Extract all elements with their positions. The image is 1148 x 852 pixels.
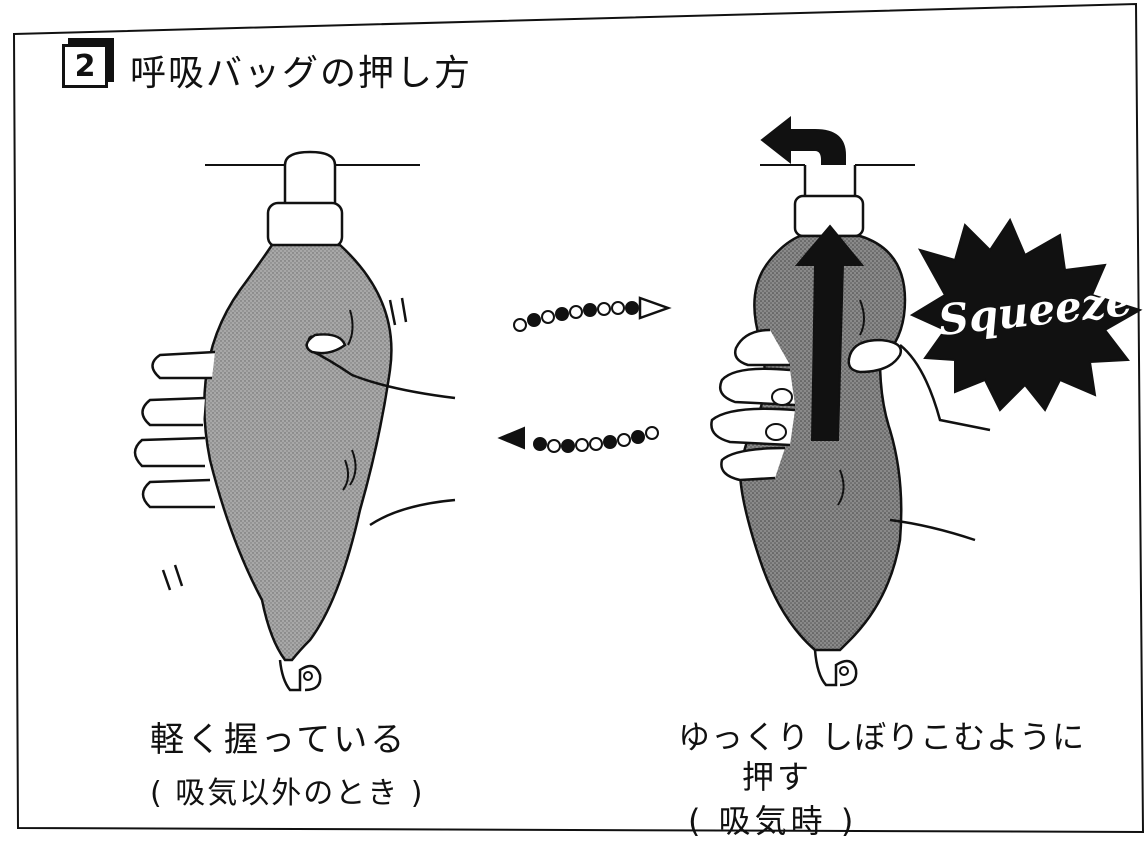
starburst-icon	[909, 217, 1143, 412]
left-connector	[283, 150, 337, 207]
right-caption-line2: 押す	[742, 758, 813, 796]
dotted-arrow-left-icon	[497, 426, 659, 453]
right-hand-thumb-icon	[837, 299, 991, 542]
step-number: 2	[74, 48, 96, 84]
page-title: 呼吸バッグの押し方	[130, 53, 473, 94]
dotted-arrow-right-icon	[513, 296, 672, 332]
right-valve-icon	[813, 649, 858, 687]
right-caption-line1: ゆっくり しぼりこむように	[678, 718, 1086, 756]
right-caption-line3: ( 吸気時 )	[688, 802, 858, 840]
left-motion-marks	[161, 297, 408, 591]
left-hand-thumb-icon	[305, 309, 456, 527]
right-bag-illustration	[710, 115, 1143, 687]
left-collar	[266, 201, 344, 249]
left-bag-body-icon	[203, 243, 393, 662]
up-arrow-icon	[794, 224, 865, 441]
left-bag-illustration	[133, 150, 456, 692]
left-caption-line2: ( 吸気以外のとき )	[150, 776, 425, 811]
left-valve-icon	[278, 659, 322, 692]
left-caption-line1: 軽く握っている	[150, 720, 408, 760]
right-hand-fingers-icon	[710, 328, 796, 482]
border-frame	[12, 2, 1145, 834]
left-hand-fingers-icon	[133, 350, 216, 509]
step-number-box: 2	[62, 44, 108, 88]
right-connector	[803, 165, 857, 200]
